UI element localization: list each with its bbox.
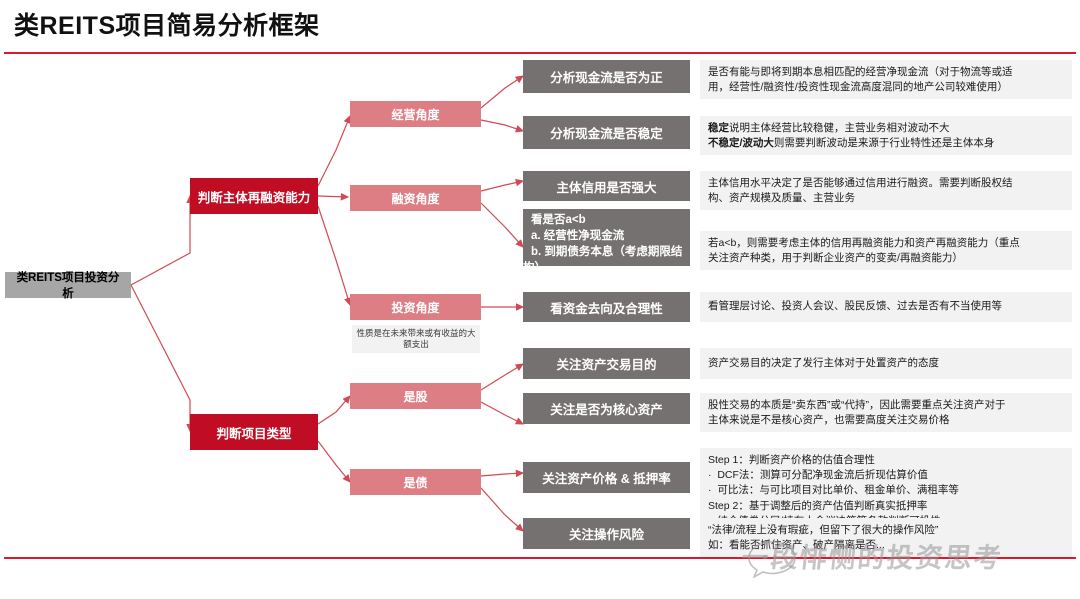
desc-entity-credit-strength: 主体信用水平决定了是否能够通过信用进行融资。需要判断股权结 构、资产规模及质量、… [700,171,1072,210]
leaf-cashflow-positive[interactable]: 分析现金流是否为正 [523,60,690,93]
leaf-compare-a-b-line-2: a. 经营性净现金流 [531,230,625,243]
desc-line: 若a<b，则需要考虑主体的信用再融资能力和资产再融资能力（重点 [708,237,1020,249]
desc-fund-usage: 看管理层讨论、投资人会议、股民反馈、过去是否有不当使用等 [700,292,1072,322]
desc-asset-transaction-purpose: 资产交易目的决定了发行主体对于处置资产的态度 [700,348,1072,379]
desc-compare-a-b: 若a<b，则需要考虑主体的信用再融资能力和资产再融资能力（重点 关注资产种类，用… [700,231,1072,270]
footer-divider-bottom [4,557,1076,559]
desc-cashflow-stable: 稳定说明主体经营比较稳健，主营业务相对波动不大 不稳定/波动大则需要判断波动是来… [700,116,1072,155]
leaf-compare-a-b-line-3: b. 到期债务本息（考虑期限结 [531,246,683,259]
desc-line: 关注资产种类，用于判断企业资产的变卖/再融资能力） [708,252,963,265]
leaf-cashflow-stable[interactable]: 分析现金流是否稳定 [523,116,690,149]
node-operating-perspective[interactable]: 经营角度 [350,101,481,127]
desc-core-asset: 股性交易的本质是“卖东西”或“代持”，因此需要重点关注资产对于 主体来说是不是核… [700,393,1072,432]
desc-line: Step 2：基于调整后的资产估值判断真实抵押率 [708,499,928,512]
desc-asset-price-ltv: Step 1：判断资产价格的估值合理性 DCF法：测算可分配净现金流后折现估算价… [700,448,1072,529]
note-investment-perspective: 性质是在未来带来或有收益的大额支出 [352,325,480,353]
leaf-compare-a-b-line-1: 看是否a<b [531,214,586,226]
desc-line-bullet: 可比法：与可比项目对比单价、租金单价、满租率等 [708,483,1064,498]
leaf-fund-usage[interactable]: 看资金去向及合理性 [523,292,690,322]
desc-line: 看管理层讨论、投资人会议、股民反馈、过去是否有不当使用等 [708,300,1002,313]
desc-line: 用，经营性/融资性/投资性现金流高度混同的地产公司较难使用） [708,81,1008,94]
leaf-compare-a-b[interactable]: 看是否a<b a. 经营性净现金流 b. 到期债务本息（考虑期限结 构） [523,209,690,274]
desc-line: 构、资产规模及质量、主营业务 [708,192,855,205]
desc-line-bullet: DCF法：测算可分配净现金流后折现估算价值 [708,468,1064,483]
watermark-text: 一段悱恻的投资思考 [740,543,1005,573]
desc-emphasis: 稳定 [708,122,729,134]
desc-line: Step 1：判断资产价格的估值合理性 [708,454,875,466]
desc-line: 资产交易目的决定了发行主体对于处置资产的态度 [708,356,939,369]
desc-line: 主体来说是不是核心资产，也需要高度关注交易价格 [708,414,950,427]
node-debt-type[interactable]: 是债 [350,469,481,495]
desc-line: “法律/流程上没有瑕疵，但留下了很大的操作风险” [708,524,939,536]
leaf-compare-a-b-line-4: 构） [523,262,546,275]
desc-emphasis: 不稳定/波动大 [708,137,774,150]
branch-node-project-type[interactable]: 判断项目类型 [190,414,318,450]
node-equity-type[interactable]: 是股 [350,383,481,409]
desc-line: 不稳定/波动大则需要判断波动是来源于行业特性还是主体本身 [708,136,1064,151]
leaf-asset-transaction-purpose[interactable]: 关注资产交易目的 [523,348,690,379]
desc-text: 说明主体经营比较稳健，主营业务相对波动不大 [729,122,950,134]
node-financing-perspective[interactable]: 融资角度 [350,185,481,211]
node-investment-perspective[interactable]: 投资角度 [350,294,481,320]
leaf-core-asset[interactable]: 关注是否为核心资产 [523,393,690,424]
desc-text: 则需要判断波动是来源于行业特性还是主体本身 [773,137,995,150]
page-title: 类REITS项目简易分析框架 [14,12,320,40]
desc-line: 是否有能与即将到期本息相匹配的经营净现金流（对于物流等或适 [708,66,1013,78]
header-divider-top [4,52,1076,54]
desc-cashflow-positive: 是否有能与即将到期本息相匹配的经营净现金流（对于物流等或适 用，经营性/融资性/… [700,60,1072,99]
branch-node-refinancing[interactable]: 判断主体再融资能力 [190,178,318,214]
root-node[interactable]: 类REITS项目投资分析 [5,272,131,300]
desc-line: 主体信用水平决定了是否能够通过信用进行融资。需要判断股权结 [708,177,1013,189]
desc-line: 稳定说明主体经营比较稳健，主营业务相对波动不大 [708,121,1064,136]
leaf-entity-credit-strength[interactable]: 主体信用是否强大 [523,171,690,201]
leaf-asset-price-ltv[interactable]: 关注资产价格 & 抵押率 [523,462,690,493]
desc-line: 股性交易的本质是“卖东西”或“代持”，因此需要重点关注资产对于 [708,399,1006,411]
leaf-operational-risk[interactable]: 关注操作风险 [523,518,690,549]
